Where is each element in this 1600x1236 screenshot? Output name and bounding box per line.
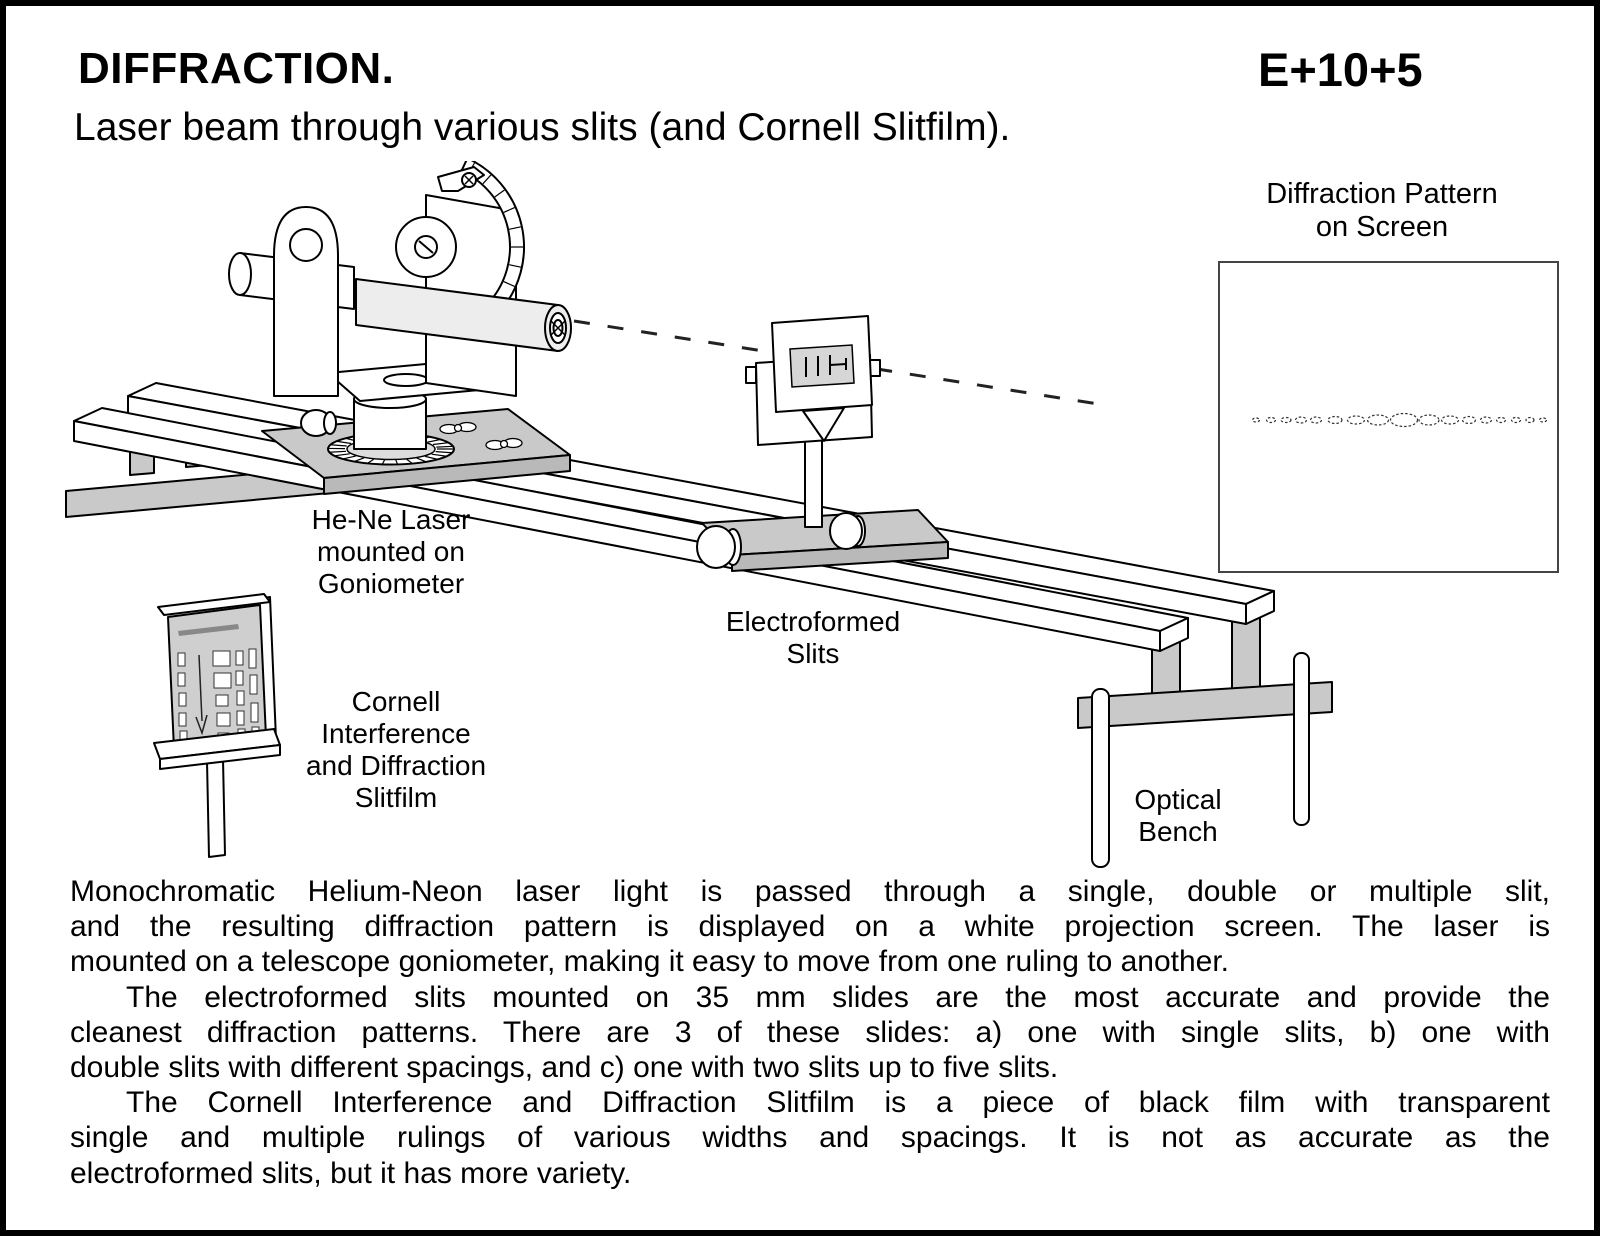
page-title: DIFFRACTION.: [78, 44, 395, 93]
demo-code: E+10+5: [1258, 43, 1423, 96]
bench-right-support: [1077, 610, 1333, 868]
slit-marks: [805, 355, 847, 377]
diffraction-spot: [1265, 416, 1277, 424]
down-arrow-ruling: [195, 654, 208, 736]
laser-goniometer: [228, 161, 572, 495]
diffraction-pattern-spots: [1251, 412, 1548, 428]
label-line: Electroformed: [725, 606, 901, 637]
label-line: and Diffraction: [305, 750, 487, 781]
label-line: Optical: [1134, 784, 1222, 815]
label-line: Diffraction Pattern: [1266, 178, 1498, 210]
diffraction-spot: [1461, 415, 1477, 425]
label-line: Slits: [786, 638, 840, 669]
wing-nut: [485, 437, 523, 451]
body-line: electroformed slits, but it has more var…: [70, 1156, 632, 1190]
diffraction-spot: [1495, 416, 1507, 424]
cornell-slitfilm: [153, 593, 281, 858]
diffraction-spot: [1280, 416, 1292, 424]
page-subtitle: Laser beam through various slits (and Co…: [74, 106, 1011, 149]
diffraction-spot: [1366, 414, 1390, 426]
clamp-lever: [437, 166, 485, 192]
label-line: mounted on: [317, 536, 465, 567]
diffraction-spot: [1440, 415, 1460, 425]
diffraction-spot: [1418, 414, 1440, 426]
diffraction-spot: [1309, 416, 1323, 424]
laser-beam-dashed-line: [573, 319, 1099, 406]
diffraction-spot: [1327, 415, 1343, 425]
body-line: The electroformed slits mounted on 35 mm…: [126, 980, 1550, 1014]
label-line: He-Ne Laser: [311, 504, 471, 535]
diffraction-spot: [1525, 416, 1535, 424]
diffraction-spot: [1294, 416, 1308, 424]
carriage-knob: [829, 512, 863, 550]
body-line: Monochromatic Helium-Neon laser light is…: [70, 875, 1550, 908]
diffraction-spot: [1479, 416, 1493, 424]
holder-notch: [802, 407, 845, 442]
body-line: The Cornell Interference and Diffraction…: [126, 1086, 1550, 1120]
diffraction-spot: [1389, 412, 1419, 428]
diffraction-spot: [1538, 417, 1548, 423]
body-line: double slits with different spacings, an…: [70, 1051, 1059, 1085]
diffraction-spot: [1346, 415, 1366, 425]
wing-nut: [439, 421, 477, 435]
carriage-knob: [696, 525, 736, 569]
label-line: Cornell: [351, 686, 441, 717]
electroformed-slits-carrier: [696, 315, 949, 572]
description-text: Monochromatic Helium-Neon laser light is…: [70, 874, 1550, 1191]
slitfilm-stem: [206, 758, 226, 858]
diffraction-spot: [1251, 417, 1261, 423]
label-line: Interference: [321, 718, 471, 749]
label-line: Goniometer: [317, 568, 465, 599]
label-line: Slitfilm: [354, 782, 438, 813]
goniometer-fork: [273, 206, 339, 397]
label-line: on Screen: [1315, 211, 1449, 243]
apparatus-diagram: [65, 161, 1559, 868]
body-line: and the resulting diffraction pattern is…: [70, 910, 1550, 944]
projection-screen: [1218, 261, 1559, 573]
body-line: cleanest diffraction patterns. There are…: [70, 1015, 1550, 1049]
body-line: mounted on a telescope goniometer, makin…: [70, 945, 1230, 979]
body-line: single and multiple rulings of various w…: [70, 1121, 1550, 1155]
label-line: Bench: [1138, 816, 1218, 847]
diffraction-spot: [1510, 416, 1522, 424]
